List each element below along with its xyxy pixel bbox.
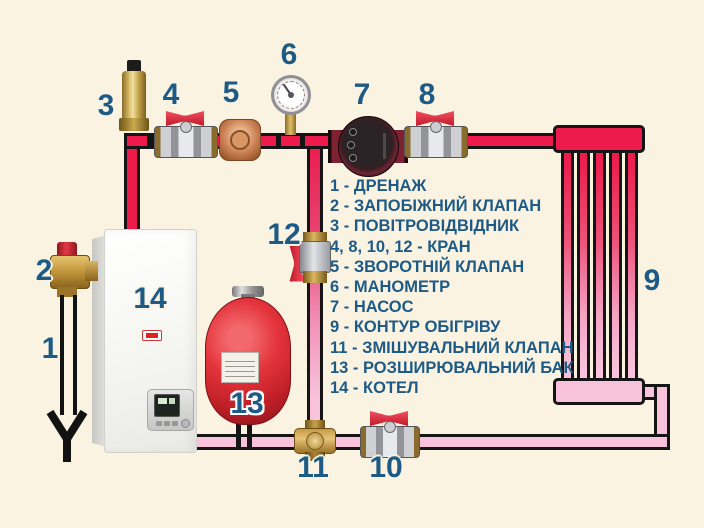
pipe-corner-joint bbox=[657, 437, 667, 447]
air-vent-cap bbox=[127, 60, 141, 73]
callout-8: 8 bbox=[418, 78, 436, 111]
callout-11: 11 bbox=[297, 451, 329, 484]
mixing-valve-boss bbox=[306, 432, 324, 450]
ball-valve-12 bbox=[299, 241, 331, 273]
radiator-tube bbox=[625, 148, 638, 382]
radiator-tube bbox=[609, 148, 622, 382]
callout-7: 7 bbox=[353, 78, 371, 111]
pump-button bbox=[349, 128, 357, 136]
valve-handle bbox=[166, 111, 204, 126]
safety-valve-cap bbox=[57, 242, 77, 257]
legend-item: 1 - ДРЕНАЖ bbox=[330, 177, 427, 195]
legend-item: 4, 8, 10, 12 - КРАН bbox=[330, 237, 471, 256]
boiler-display-digits bbox=[169, 398, 175, 404]
return-pipe bbox=[186, 434, 670, 450]
legend-item: 14 - КОТЕЛ bbox=[330, 379, 419, 398]
legend-item: 7 - НАСОС bbox=[330, 298, 414, 317]
legend-item: 13 - РОЗШИРЮВАЛЬНИЙ БАК bbox=[330, 358, 574, 377]
callout-3: 3 bbox=[97, 89, 115, 122]
legend-item: 11 - ЗМІШУВАЛЬНИЙ КЛАПАН bbox=[330, 338, 574, 357]
pipe-coupling-mark bbox=[147, 133, 155, 149]
valve-coupling bbox=[303, 271, 327, 283]
legend-item: 9 - КОНТУР ОБІГРІВУ bbox=[330, 318, 501, 337]
mixing-valve-stub bbox=[305, 452, 325, 461]
valve-stem-nut bbox=[180, 121, 192, 133]
valve-handle bbox=[370, 411, 408, 426]
tank-connection-fitting bbox=[236, 420, 241, 447]
safety-valve-nut bbox=[57, 287, 77, 297]
callout-14: 14 bbox=[133, 282, 167, 315]
air-vent-base bbox=[119, 118, 149, 131]
radiator-tube bbox=[577, 148, 590, 382]
callout-5: 5 bbox=[222, 76, 240, 109]
valve-stem-nut bbox=[430, 121, 442, 133]
boiler-logo-mark bbox=[146, 333, 158, 338]
legend-item: 3 - ПОВІТРОВІДВІДНИК bbox=[330, 217, 520, 236]
tank-top-fitting bbox=[232, 286, 264, 297]
boiler-panel-button bbox=[156, 421, 162, 426]
callout-4: 4 bbox=[162, 78, 180, 111]
callout-12: 12 bbox=[267, 218, 301, 251]
boiler-panel-button bbox=[172, 421, 178, 426]
pipe-corner-joint bbox=[127, 136, 137, 146]
pipe-coupling-mark bbox=[276, 133, 281, 149]
manometer-dial-ticks bbox=[277, 81, 305, 109]
radiator-bottom-header bbox=[553, 378, 645, 405]
radiator-tube bbox=[561, 148, 574, 382]
pipe-corner-joint bbox=[657, 387, 667, 397]
pump-button bbox=[349, 154, 357, 162]
boiler-display-digits bbox=[158, 398, 167, 404]
check-valve-boss bbox=[230, 130, 250, 150]
callout-6: 6 bbox=[280, 38, 298, 71]
callout-2: 2 bbox=[35, 254, 53, 287]
manometer-hub bbox=[288, 92, 294, 98]
callout-10: 10 bbox=[369, 451, 403, 484]
radiator-tube bbox=[593, 148, 606, 382]
drain-pipe bbox=[60, 295, 77, 415]
legend-item: 6 - МАНОМЕТР bbox=[330, 278, 451, 297]
boiler-side-panel bbox=[92, 235, 106, 447]
pipe-coupling-mark bbox=[300, 133, 305, 149]
legend-item: 5 - ЗВОРОТНІЙ КЛАПАН bbox=[330, 257, 525, 276]
safety-valve bbox=[50, 255, 90, 289]
valve-coupling bbox=[303, 232, 327, 243]
pump-button bbox=[347, 141, 355, 149]
valve-handle bbox=[416, 111, 454, 126]
manometer-stem bbox=[285, 112, 296, 135]
valve-stem-nut bbox=[384, 421, 396, 433]
callout-1: 1 bbox=[41, 332, 59, 365]
mixing-riser-pipe bbox=[307, 136, 323, 443]
tank-label bbox=[221, 352, 259, 383]
radiator-top-header bbox=[553, 125, 645, 153]
callout-9: 9 bbox=[643, 264, 661, 297]
safety-valve-outlet bbox=[85, 261, 98, 281]
air-vent bbox=[122, 71, 146, 121]
boiler-panel-button bbox=[164, 421, 170, 426]
legend: 1 - ДРЕНАЖ 2 - ЗАПОБІЖНИЙ КЛАПАН 3 - ПОВ… bbox=[330, 176, 630, 398]
drain-outlet-icon bbox=[46, 409, 88, 462]
tank-connection-fitting bbox=[247, 420, 252, 447]
pump-brand-strip bbox=[383, 133, 386, 159]
legend-item: 2 - ЗАПОБІЖНИЙ КЛАПАН bbox=[330, 197, 542, 216]
boiler-panel-dial bbox=[181, 419, 190, 428]
callout-13: 13 bbox=[230, 387, 264, 420]
